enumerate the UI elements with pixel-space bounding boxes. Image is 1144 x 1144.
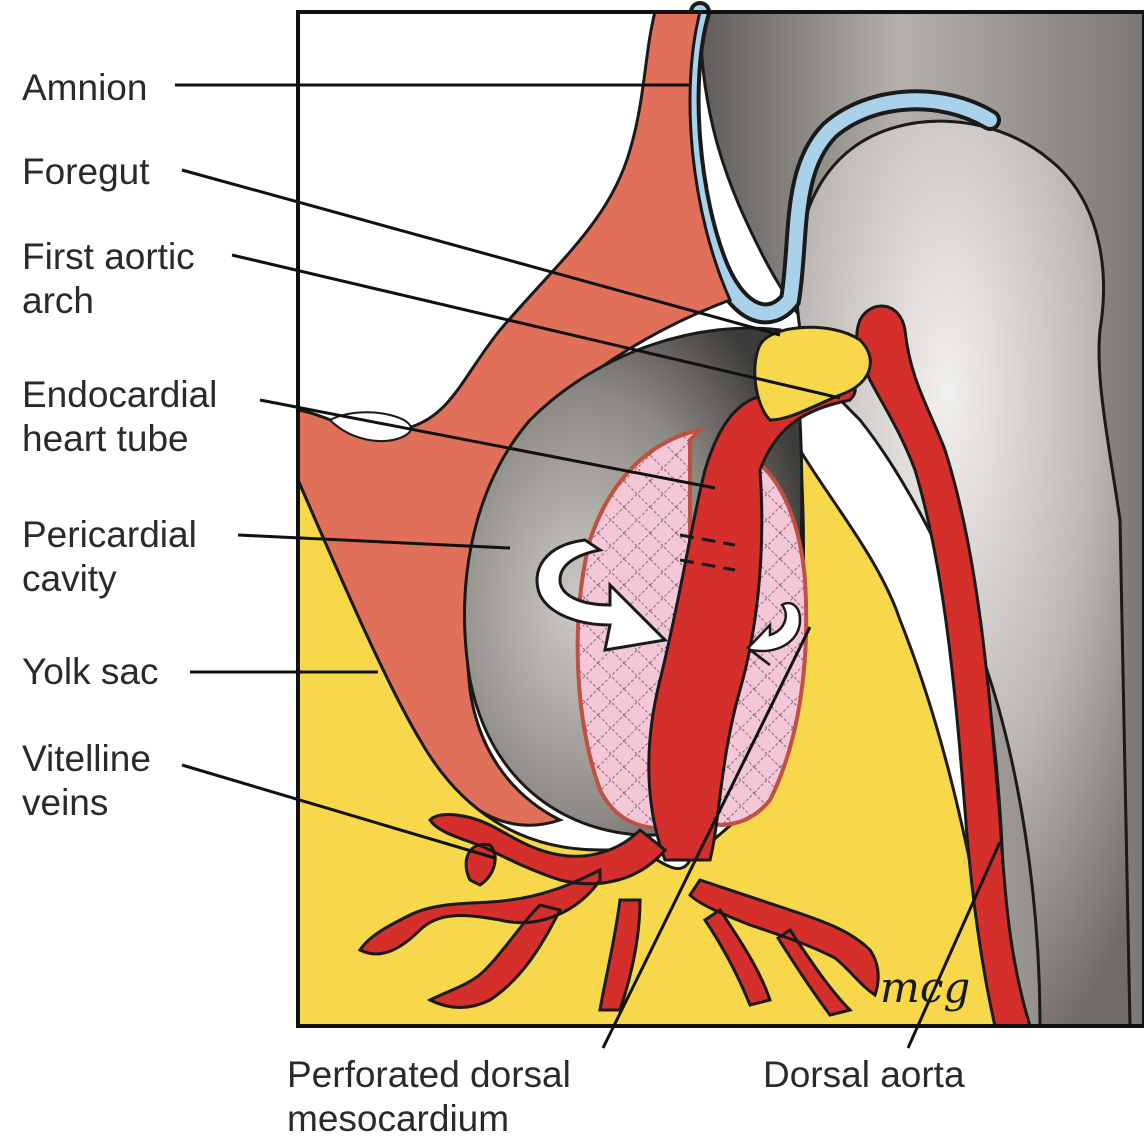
- label-first-aortic-arch: First aortic arch: [22, 235, 195, 323]
- label-dorsal-aorta: Dorsal aorta: [763, 1053, 965, 1097]
- label-amnion: Amnion: [22, 66, 147, 110]
- label-pericardial-cavity: Pericardial cavity: [22, 513, 197, 601]
- label-vitelline-veins: Vitelline veins: [22, 737, 151, 825]
- label-foregut: Foregut: [22, 150, 150, 194]
- artist-signature: mcg: [880, 963, 970, 1012]
- label-perforated-dorsal-mesocardium: Perforated dorsal mesocardium: [287, 1053, 571, 1141]
- label-endocardial-heart-tube: Endocardial heart tube: [22, 373, 217, 461]
- label-yolk-sac: Yolk sac: [22, 650, 158, 694]
